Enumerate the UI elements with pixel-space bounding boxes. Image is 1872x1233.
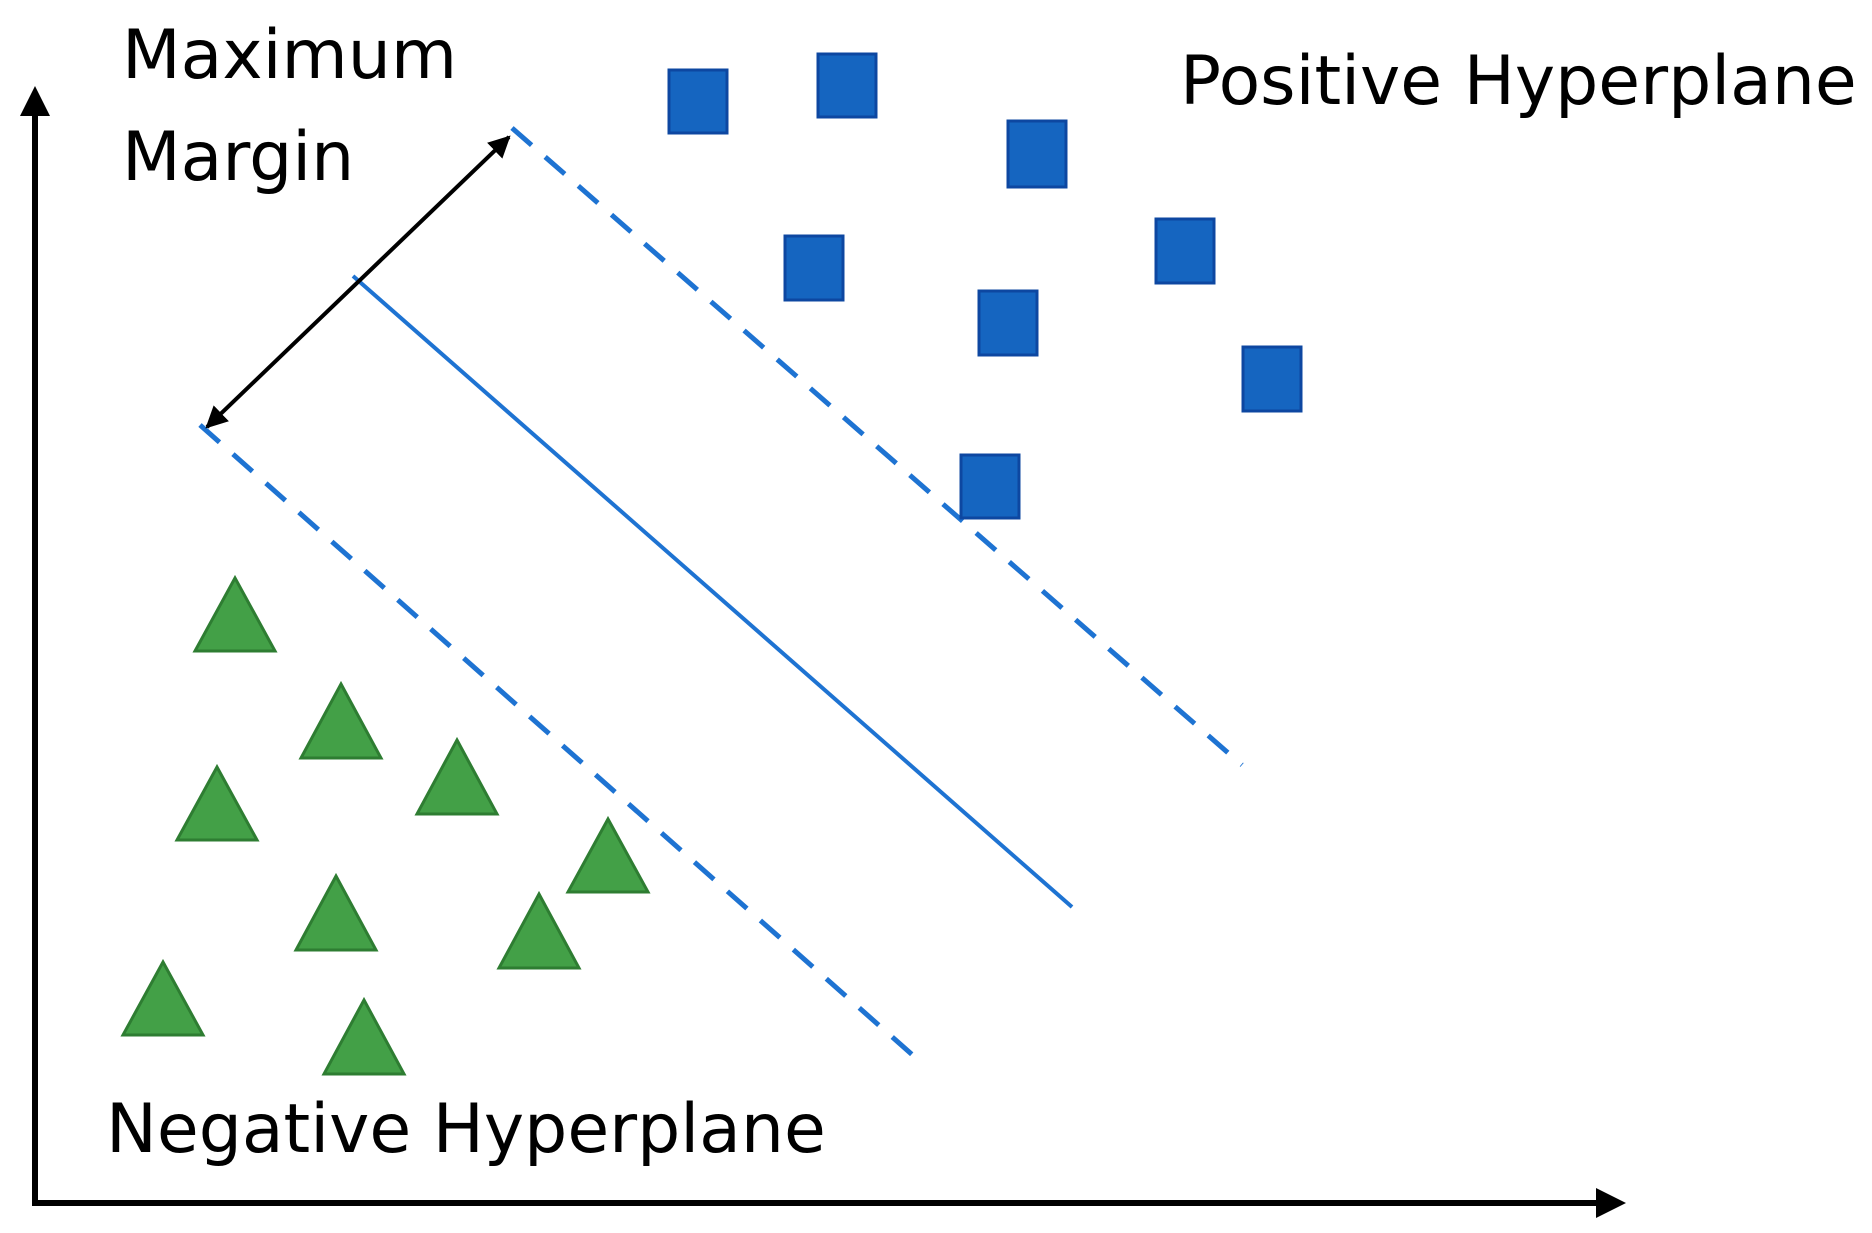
negative-point (298, 680, 384, 760)
positive-class-points (667, 52, 1303, 520)
maximum-margin-label-line2: Margin (122, 118, 355, 197)
negative-class-points (120, 574, 651, 1076)
maximum-margin-arrow (205, 135, 511, 429)
positive-point (1154, 217, 1216, 285)
positive-hyperplane-label: Positive Hyperplane (1180, 42, 1857, 121)
maximum-margin-label-line1: Maximum (122, 16, 458, 95)
negative-point (293, 872, 379, 952)
positive-point (1006, 119, 1068, 189)
negative-point (565, 815, 651, 894)
positive-point (783, 234, 845, 302)
positive-hyperplane-line (510, 126, 1244, 767)
positive-point (1241, 345, 1303, 413)
negative-hyperplane-label: Negative Hyperplane (106, 1090, 826, 1169)
negative-point (414, 736, 500, 816)
negative-hyperplane-line (198, 423, 927, 1068)
negative-point (321, 996, 407, 1076)
positive-point (977, 289, 1039, 357)
negative-point (174, 763, 260, 842)
positive-point (959, 453, 1021, 520)
negative-point (120, 958, 206, 1037)
negative-point (192, 574, 278, 653)
negative-point (496, 890, 582, 970)
positive-point (667, 68, 729, 135)
positive-point (816, 52, 878, 119)
